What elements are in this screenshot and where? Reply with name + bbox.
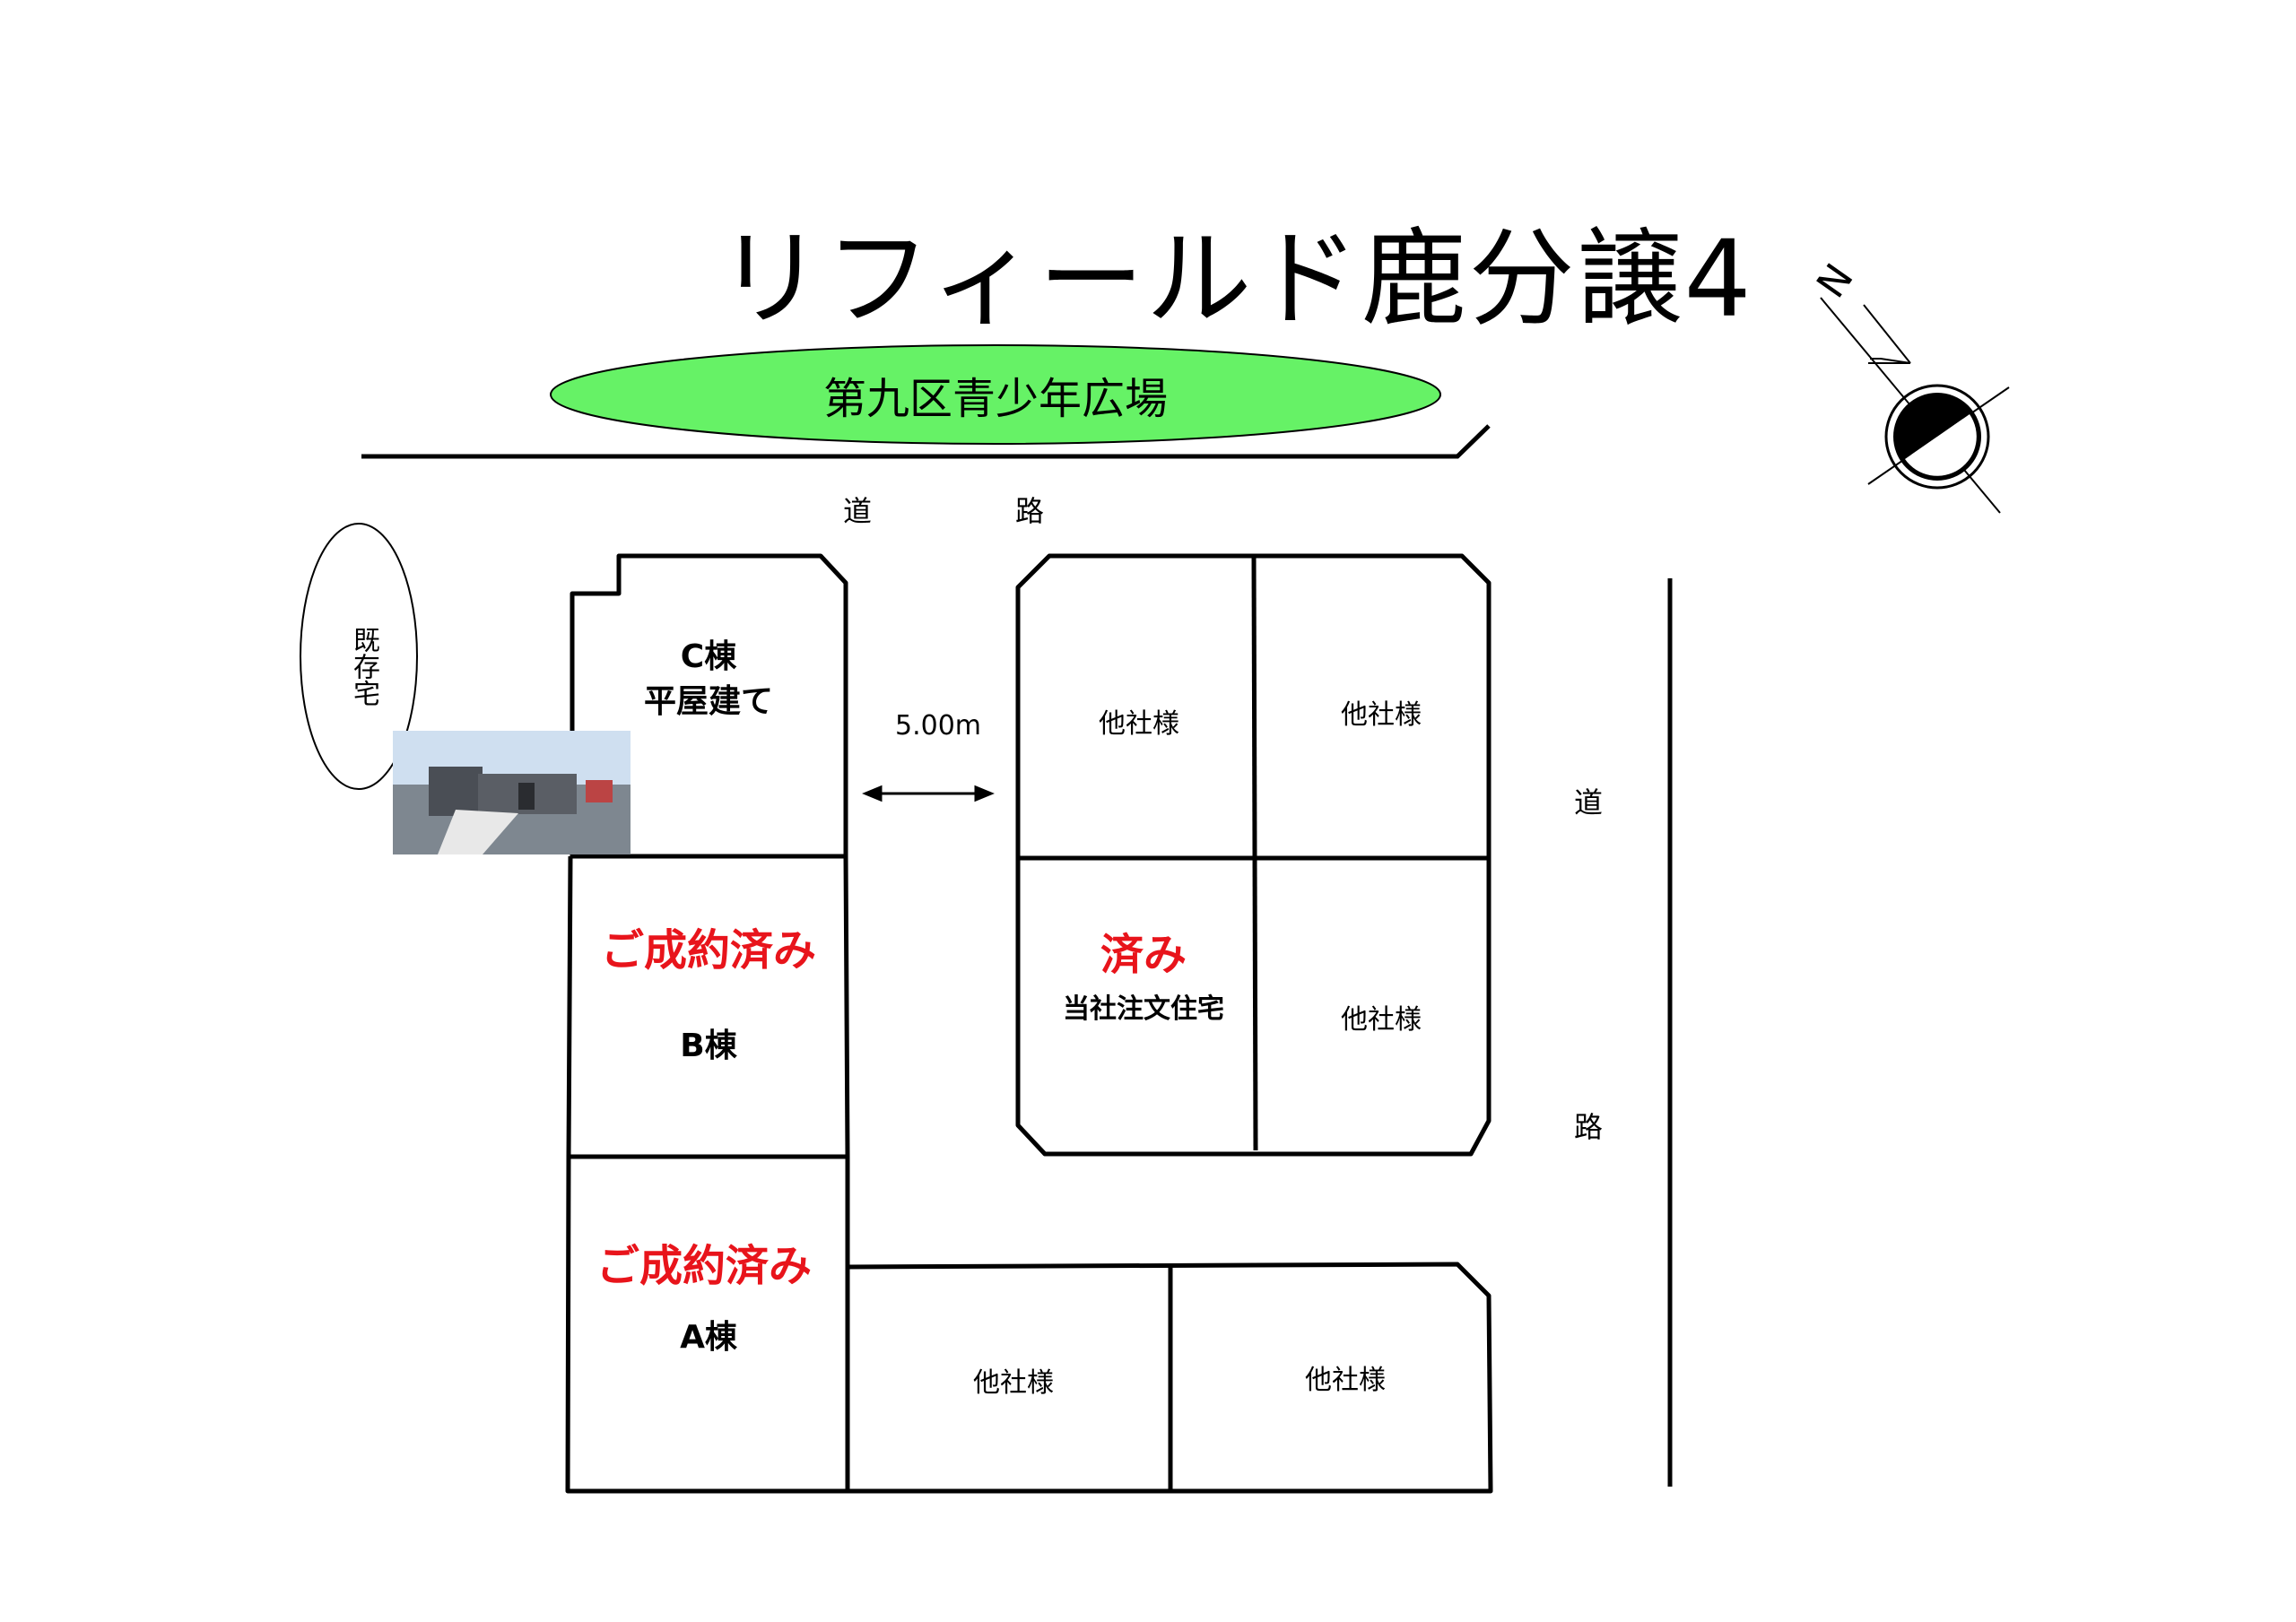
top-road-char-1: 道 bbox=[843, 494, 873, 528]
other-company-lot-1: 他社様 bbox=[1099, 708, 1179, 740]
neighbor-house-ellipse bbox=[300, 523, 418, 790]
park-ellipse bbox=[550, 344, 1441, 445]
page-title: リフィールド鹿分譲4 bbox=[718, 217, 1753, 341]
road-width-arrow bbox=[862, 785, 995, 802]
lot-c-type: 平屋建て bbox=[643, 683, 773, 720]
other-company-lot-2: 他社様 bbox=[1341, 699, 1422, 731]
compass-icon bbox=[1820, 297, 2010, 514]
top-road-char-2: 路 bbox=[1015, 494, 1045, 528]
left-block bbox=[565, 553, 1493, 1494]
road-width-label: 5.00m bbox=[895, 710, 982, 742]
right-road-char-1: 道 bbox=[1574, 785, 1604, 820]
other-company-lot-3: 他社様 bbox=[1341, 1004, 1422, 1036]
lot-b-name: B棟 bbox=[680, 1028, 737, 1064]
right-block bbox=[1015, 553, 1492, 1157]
other-company-lot-5: 他社様 bbox=[1305, 1365, 1386, 1396]
house-photo bbox=[393, 731, 631, 854]
lot-b-status: ご成約済み bbox=[600, 925, 816, 976]
lot-a-name: A棟 bbox=[680, 1319, 737, 1356]
lot-c-name: C棟 bbox=[680, 638, 737, 675]
other-company-lot-4: 他社様 bbox=[973, 1367, 1054, 1399]
park-label: 第九区青少年広場 bbox=[822, 374, 1168, 424]
center-lot-status: 済み bbox=[1100, 930, 1187, 980]
neighbor-house-label: 既存宅 bbox=[348, 626, 379, 707]
lot-a-status: ご成約済み bbox=[596, 1241, 812, 1291]
top-road-edge bbox=[361, 424, 1491, 459]
center-lot-label: 当社注文住宅 bbox=[1063, 993, 1224, 1025]
right-road-char-2: 路 bbox=[1574, 1110, 1604, 1144]
